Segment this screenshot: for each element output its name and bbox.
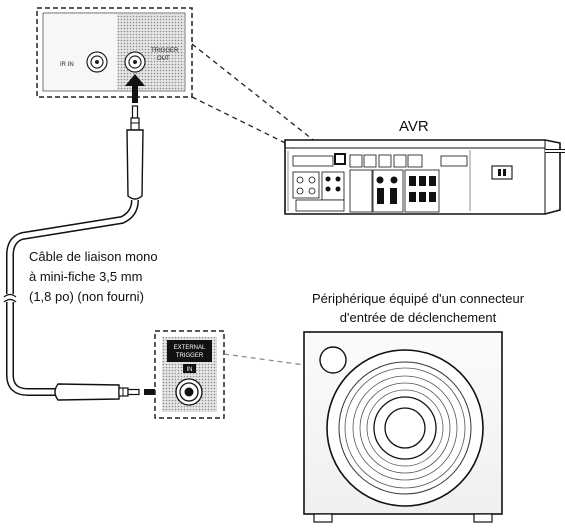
ir-in-label: IR IN <box>60 62 74 68</box>
trigger-out-jack <box>124 51 146 73</box>
mono-cable <box>7 199 138 395</box>
trigger-in-jack <box>175 378 203 406</box>
woofer-cone-icon <box>326 349 484 507</box>
device-label-line1: Périphérique équipé d'un connecteur <box>311 291 525 306</box>
external-trigger-label-line1: EXTERNAL <box>174 345 206 351</box>
cable-label: Câble de liaison mono à mini-fiche 3,5 m… <box>29 247 158 307</box>
trigger-out-highlight <box>117 14 184 90</box>
bass-port-icon <box>319 346 347 374</box>
cable-label-line2: à mini-fiche 3,5 mm <box>29 269 143 284</box>
trigger-out-label-line1: TRIGGER <box>151 48 179 54</box>
cable-label-line3: (1,8 po) (non fourni) <box>29 289 144 304</box>
mini-plug-lower <box>54 383 140 401</box>
avr-label: AVR <box>399 118 429 135</box>
external-trigger-input-panel: EXTERNAL TRIGGER IN <box>154 330 225 419</box>
external-trigger-label-line2: TRIGGER <box>176 353 204 359</box>
mini-plug-upper <box>126 105 144 200</box>
subwoofer-device <box>303 331 503 523</box>
ir-in-jack <box>86 51 108 73</box>
avr-rear-illustration <box>284 139 565 215</box>
device-label: Périphérique équipé d'un connecteur d'en… <box>268 289 565 327</box>
device-label-line2: d'entrée de déclenchement <box>339 310 497 325</box>
zoom-leader-line <box>191 43 337 159</box>
cable-break-marks <box>3 293 17 303</box>
insert-arrow-up-icon <box>125 74 145 103</box>
avr-rear-panel-zoom: IR IN TRIGGER OUT <box>36 7 193 98</box>
trigger-out-label-line2: OUT <box>157 56 170 62</box>
trigger-in-label: IN <box>187 367 193 373</box>
device-leader-line <box>223 353 313 367</box>
cable-label-line1: Câble de liaison mono <box>29 249 158 264</box>
